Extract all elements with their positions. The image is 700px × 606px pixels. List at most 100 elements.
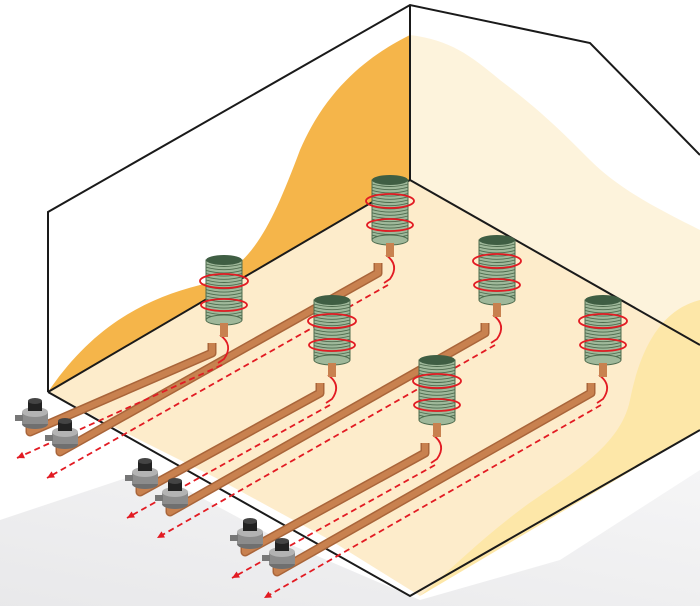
valve-cap-top [168,478,182,484]
valve-cap [138,461,152,471]
coil-ring [584,341,622,346]
coil-ring [478,253,516,257]
coil-ring [418,369,456,374]
coil-ring [418,401,456,406]
coil-cap [206,255,242,265]
valve-cap [168,481,182,491]
flow-arrow-icon [157,531,165,538]
flow-arrow-icon [47,471,55,478]
coil-ring [418,405,456,409]
valve-port [230,535,238,541]
coil-ring [371,189,409,194]
coil-ring [205,305,243,309]
heat-ring-icon [490,314,503,344]
valve-port [45,435,53,441]
coil-ring [478,259,516,263]
right-wall-fill [410,35,700,345]
coil-tank-icon [578,295,628,377]
heat-ring-icon [579,338,627,352]
coil-cap [479,235,515,245]
coil-ring [584,313,622,317]
valve-icon [15,398,48,429]
coil-cap [419,355,455,365]
coil-ring [205,289,243,293]
coil-ring [418,366,456,371]
coil-tank-icon [365,175,415,257]
coil-ring [584,303,622,307]
coil-ring [313,329,351,333]
coil-tank-icon [199,255,249,337]
valves [15,398,295,569]
coil-ring [478,281,516,286]
flow-arrow-icon [17,451,25,459]
coil-ring [584,345,622,349]
flow-arrow-icon [127,511,135,518]
coil-ring [584,306,622,311]
valve-cap-top [275,538,289,544]
coil-ring [371,225,409,229]
heat-ring-icon [325,374,338,404]
coil-cap [314,295,350,305]
valve-cap [28,401,42,411]
heat-ring-icon [473,278,521,292]
coil-ring [313,341,351,346]
coil-ring [313,303,351,307]
heat-ring-icon [413,398,461,412]
heat-ring-icon [200,298,248,312]
coil-cap [585,295,621,305]
coil-ring [313,332,351,336]
valve-port [125,475,133,481]
valve-port [155,495,163,501]
pipe-stub [433,423,441,437]
coil-ring [313,319,351,323]
coil-ring [418,379,456,383]
heat-ring-icon [366,218,414,232]
valve-cap-top [243,518,257,524]
coil-ring [584,322,622,327]
coil-tank-icon [412,355,462,437]
heat-ring-icon [472,253,522,269]
heat-ring-icon [596,374,609,404]
left-wall-fill [48,35,410,392]
valve-icon [230,518,263,549]
valve-cap-top [138,458,152,464]
coil-ring [205,301,243,306]
coil-cap [372,175,408,185]
heat-ring-icon [308,338,356,352]
valve-port [15,415,23,421]
coil-ring [205,282,243,287]
heat-ring-icon [217,334,230,364]
coil-ring [371,186,409,191]
coil-ring [584,309,622,314]
floor-area [48,180,700,596]
coil-ring [418,382,456,387]
coil-ring [371,212,409,216]
heat-ring-icon [365,193,415,209]
coil-ring [478,256,516,260]
valve-icon [155,478,188,509]
valve-icon [262,538,295,569]
coil-ring [371,202,409,207]
coil-ring [478,249,516,254]
coil-ring [371,183,409,187]
coil-ring [478,285,516,289]
coil-ring [205,292,243,296]
heat-ring-icon [383,254,396,284]
coil-tanks [199,175,628,437]
coil-ring [418,373,456,377]
coil-ring [205,279,243,283]
flow-arrow-icon [264,591,272,598]
coil-ring [478,246,516,251]
coil-ring [371,209,409,213]
coil-ring [418,363,456,367]
coil-ring [205,273,243,277]
coil-ring [418,392,456,396]
coil-ring [371,196,409,200]
valve-icon [125,458,158,489]
coil-ring [205,269,243,274]
valve-cap-top [58,418,72,424]
coil-ring [371,193,409,197]
heat-ring-icon [199,273,249,289]
